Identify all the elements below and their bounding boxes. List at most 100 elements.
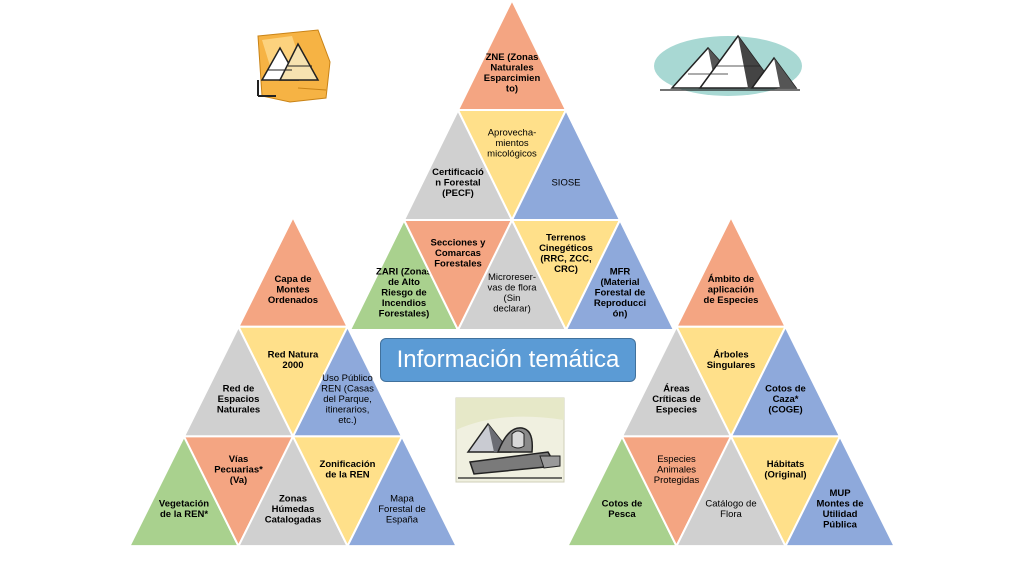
pyramid-cell-label-line: España [386,514,419,525]
pyramid-cell-label-line: Red Natura [268,349,319,360]
pyramid-cell-shape [784,435,896,548]
pyramid-cell-label-line: Singulares [707,360,756,371]
pyramid-cell-label-line: Críticas de [652,394,701,405]
pyramid-cell-label-line: Húmedas [272,504,315,515]
pyramid-cell-label-line: ón) [613,309,628,320]
pyramid-cell-label-line: to) [506,83,518,94]
pyramid-cell-label-line: (PECF) [442,188,474,199]
pyramid-cell-label-line: Uso Público [322,373,373,384]
pyramid-cell-label-line: MUP [829,488,851,499]
pyramid-cell-label-line: Aprovecha- [488,128,537,139]
pyramid-cell-label-line: (COGE) [768,405,802,416]
pyramid-cell-label-line: Hábitats [767,459,804,470]
pyramid-cell-label-line: Mapa [390,493,414,504]
pyramid-cell-label-line: Vías [229,454,249,465]
pyramid-cell-label-line: (RRC, ZCC, [540,253,591,264]
pyramid-cell-label-line: Pesca [608,509,636,520]
pyramid-cell-label-line: 2000 [282,360,303,371]
pyramid-cell-label-line: Catálogo de [705,499,756,510]
pyramid-cell-label-line: Pecuarias* [214,464,263,475]
pyramid-cell-label-line: Secciones y [431,238,487,249]
pyramid-cell-label-line: Cotos de [602,499,643,510]
pyramid-cell-label-line: declarar) [493,303,531,314]
pyramid-cell-label-line: Flora [720,509,742,520]
pyramid-cell-label-line: Certificació [432,167,484,178]
pyramid-cell-label-line: ZARI (Zonas [376,267,432,278]
pyramid-cell-label-line: Catalogadas [265,514,322,525]
pyramid-cell-label-line: Naturales [217,405,260,416]
pyramid-cell-label-line: Microreser- [488,272,536,283]
pyramid-cell-label-line: Ordenados [268,295,318,306]
pyramid-cell-label: SIOSE [551,178,580,189]
pyramid-cell-label-line: Ámbito de [708,274,754,285]
pyramid-cell-shape [675,216,787,328]
pyramid-cell-label-line: (Material [600,277,639,288]
pyramid-cell-label-line: Vegetación [159,499,209,510]
pyramid-cell-label-line: CRC) [554,264,578,275]
pyramid-cell-label-line: Riesgo de [381,288,426,299]
pyramid-cell-label-line: Forestales [434,259,482,270]
pyramid-cell-label-line: Cotos de [765,384,806,395]
pyramid-cell-label-line: Comarcas [435,248,481,259]
pyramid-cell-label-line: de la REN* [160,509,208,520]
pyramid-cell-label-line: Animales [657,464,696,475]
pyramid-cell-label-line: Montes de [817,499,864,510]
pyramid-cell-label-line: de la REN [325,470,369,481]
pyramid-cell-label-line: Caza* [773,394,799,405]
pyramid-cell-label-line: aplicación [708,284,755,295]
pyramid-cell-label-line: SIOSE [551,178,580,189]
pyramid-cell-label-line: Utilidad [823,509,858,520]
pyramid-cell-label: Hábitats(Original) [764,459,806,481]
pyramid-cell-label-line: Especies [657,454,696,465]
pyramid-cell-label-line: Especies [656,405,697,416]
pyramid-cell-label-line: (Va) [230,475,247,486]
pyramid-cell-label-line: del Parque, [323,394,372,405]
pyramid-cell-label-line: Naturales [490,62,533,73]
title-text: Información temática [396,346,620,373]
pyramid-cell-label-line: de Alto [388,277,420,288]
pyramid-cell-label-line: Forestales) [379,309,430,320]
pyramid-cell-label-line: Forestal de [378,504,426,515]
pyramid-cell-shape [237,216,349,328]
pyramid-cell-label-line: Protegidas [654,475,700,486]
sphinx-clipart [455,397,565,483]
pyramid-cell-label-line: REN (Casas [321,384,374,395]
pyramids-oval-clipart [654,34,802,96]
pyramid-cell-label-line: ZNE (Zonas [486,52,539,63]
pyramid-cell-shape [346,435,458,548]
pyramid-cell-label-line: mientos [495,138,529,149]
pyramid-cell-label-line: n Forestal [435,178,480,189]
pyramid-cell-label-line: Terrenos [546,232,586,243]
pyramid-cell-shape [565,219,675,331]
pyramid-cell-label-line: Reproducci [594,298,646,309]
pyramid-cell-label-line: Capa de [275,274,312,285]
pyramid-cell-label-line: (Original) [764,470,806,481]
